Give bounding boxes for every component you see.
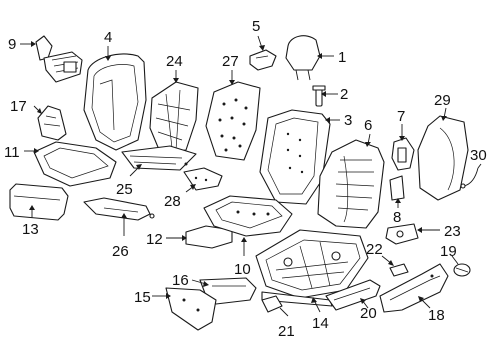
- callout-15: 15: [134, 289, 151, 306]
- callout-6: 6: [364, 117, 372, 134]
- callout-17: 17: [10, 98, 27, 115]
- callout-11: 11: [4, 144, 20, 161]
- part-2-guide-pin: [312, 85, 326, 107]
- callout-2: 2: [340, 86, 348, 103]
- callout-5: 5: [252, 18, 260, 35]
- part-15-bracket-plate: [165, 287, 217, 331]
- callout-24: 24: [166, 53, 183, 70]
- part-17-airbag-module: [37, 105, 67, 141]
- callout-labels: 9 4 24 27 5 1 2 3 17 11 7 6 29 30 25 28 …: [4, 18, 487, 340]
- callout-1: 1: [338, 49, 346, 66]
- callout-14: 14: [312, 315, 329, 332]
- part-24-foam-insert: [149, 81, 199, 153]
- part-8-bracket: [389, 175, 405, 201]
- part-21-clip: [261, 295, 283, 313]
- callout-30: 30: [470, 147, 487, 164]
- callout-13: 13: [22, 221, 39, 238]
- callout-4: 4: [104, 29, 112, 46]
- part-13-side-trim: [9, 183, 69, 221]
- leader-lines: [20, 35, 482, 317]
- part-23-switch-module: [385, 223, 419, 245]
- part-29-rear-panel: [417, 115, 469, 201]
- part-6-backrest-frame: [317, 139, 385, 229]
- part-22-switch: [389, 263, 409, 277]
- callout-20: 20: [360, 305, 377, 322]
- callout-26: 26: [112, 243, 129, 260]
- part-30-wire-harness: [460, 167, 479, 189]
- callout-27: 27: [222, 53, 239, 70]
- part-18-side-cover: [379, 263, 449, 313]
- callout-9: 9: [8, 36, 16, 53]
- callout-28: 28: [164, 193, 181, 210]
- part-14-seat-track: [255, 229, 369, 307]
- callout-16: 16: [172, 272, 189, 289]
- callout-8: 8: [393, 209, 401, 226]
- part-4-seatback-cover: [83, 53, 147, 151]
- part-19-knob: [453, 263, 471, 277]
- callout-10: 10: [234, 261, 251, 278]
- part-25-heater-mat: [121, 145, 197, 171]
- callout-23: 23: [444, 223, 461, 240]
- part-1-headrest: [285, 35, 321, 81]
- part-11-cushion-pad: [33, 141, 117, 187]
- callout-22: 22: [366, 241, 383, 258]
- callout-29: 29: [434, 92, 451, 109]
- part-20-rail-cover: [325, 279, 381, 311]
- part-28-small-pad: [183, 167, 223, 191]
- callout-19: 19: [440, 243, 457, 260]
- part-26-side-trim: [83, 197, 155, 221]
- callout-18: 18: [428, 307, 445, 324]
- part-9-bracket: [35, 35, 83, 83]
- part-12-front-pad: [185, 225, 233, 249]
- part-7-lumbar: [391, 137, 415, 171]
- callout-12: 12: [146, 231, 163, 248]
- part-27-backrest-foam: [205, 81, 261, 161]
- part-10-cushion-frame: [203, 195, 293, 237]
- callout-25: 25: [116, 181, 133, 198]
- callout-7: 7: [397, 108, 405, 125]
- callout-3: 3: [344, 112, 352, 129]
- callout-21: 21: [278, 323, 295, 340]
- part-5-clip: [249, 49, 277, 71]
